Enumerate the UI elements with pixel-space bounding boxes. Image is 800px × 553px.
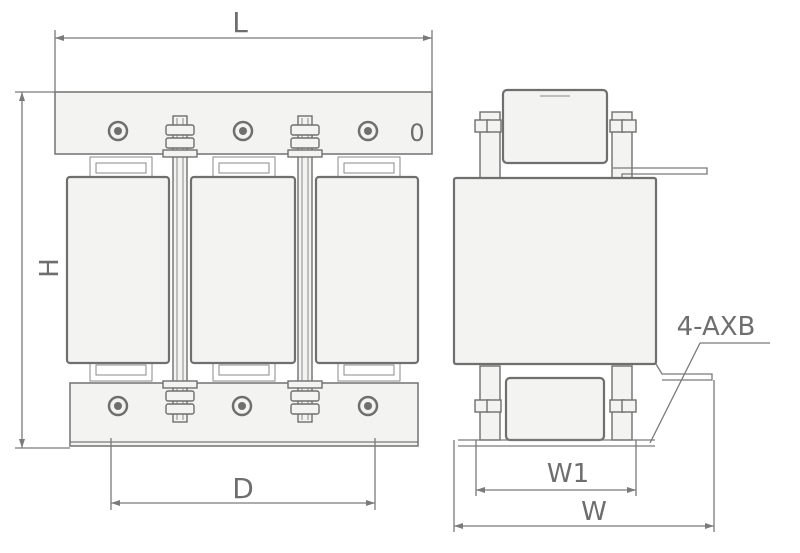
hole-callout: 4-AXB	[649, 312, 770, 444]
coil-end-caps-top	[89, 156, 401, 178]
dimension-l: L	[54, 6, 433, 92]
side-top-coil	[501, 88, 609, 165]
dimension-h: H	[15, 91, 70, 449]
side-view: 4-AXB W1 W	[452, 88, 770, 532]
tie-rod-right	[287, 115, 323, 423]
side-core-body	[452, 176, 658, 366]
length-label: L	[232, 6, 248, 39]
side-bottom-coil	[504, 376, 606, 442]
width-label: W	[581, 497, 607, 527]
height-label: H	[35, 258, 65, 278]
dimension-d: D	[110, 438, 376, 510]
coil-2	[189, 175, 297, 365]
mount-distance-label: D	[232, 472, 254, 505]
coil-1	[65, 175, 171, 365]
dimension-w1: W1	[475, 440, 637, 496]
top-mounting-holes	[107, 120, 379, 142]
dimension-w: W	[453, 380, 715, 532]
coil-3	[314, 175, 420, 365]
tie-rod-left	[162, 115, 198, 423]
inner-width-label: W1	[547, 459, 589, 489]
side-bottom-brackets	[474, 363, 713, 441]
front-view: L H 0	[15, 6, 433, 510]
coils	[65, 175, 420, 365]
bottom-mounting-holes	[107, 395, 379, 417]
top-mark-label: 0	[409, 119, 424, 147]
hole-label: 4-AXB	[677, 312, 756, 342]
